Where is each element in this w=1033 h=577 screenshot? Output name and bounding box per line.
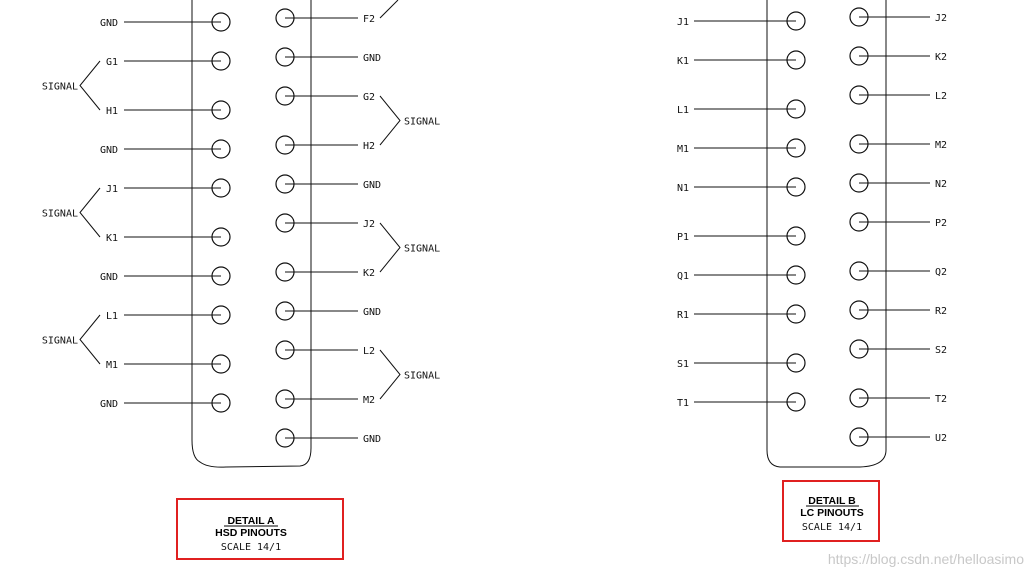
- detail-b-left-pin-contact: [786, 11, 806, 31]
- detail-a-left-pin-label: J1: [106, 184, 118, 195]
- detail-a-right-pin-label: GND: [363, 180, 381, 191]
- detail-b-left-pin-label: R1: [677, 310, 689, 321]
- detail-b-left-pin-label: T1: [677, 398, 689, 409]
- detail-a-right-pin-label: J2: [363, 219, 375, 230]
- detail-b-subtitle: LC PINOUTS: [800, 507, 864, 519]
- detail-a-right-signal-label: SIGNAL: [404, 244, 440, 255]
- detail-a-left-pin-contact: [211, 393, 231, 413]
- detail-b-left-pin-label: N1: [677, 183, 689, 194]
- detail-b-right-pin-label: R2: [935, 306, 947, 317]
- detail-a-right-pin-label: K2: [363, 268, 375, 279]
- detail-b-connector-outline: [766, 0, 887, 468]
- detail-a-left-pin-label: G1: [106, 57, 118, 68]
- detail-a-pins: GNDG1H1GNDJ1K1GNDL1M1GNDF2GNDG2H2GNDJ2K2…: [42, 0, 440, 448]
- detail-b-left-pin-label: K1: [677, 56, 689, 67]
- detail-a-left-pin-contact: [211, 354, 231, 374]
- detail-b-right-pin-label: T2: [935, 394, 947, 405]
- detail-b-left-pin-label: P1: [677, 232, 689, 243]
- detail-b-right-pin-label: J2: [935, 13, 947, 24]
- detail-b-left-pin-contact: [786, 138, 806, 158]
- detail-a-right-signal-bracket: [379, 349, 401, 400]
- detail-b-left-pin-contact: [786, 177, 806, 197]
- detail-a-right-signal-bracket: [379, 95, 401, 146]
- detail-b-left-pin-label: S1: [677, 359, 689, 370]
- detail-b-right-pin-label: U2: [935, 433, 947, 444]
- detail-b-left-pin-contact: [786, 50, 806, 70]
- detail-a-right-pin-label: G2: [363, 92, 375, 103]
- detail-b-right-pin-label: S2: [935, 345, 947, 356]
- detail-a-left-pin-contact: [211, 139, 231, 159]
- detail-a-highlight-box: [176, 498, 344, 560]
- detail-b-left-pin-label: M1: [677, 144, 689, 155]
- detail-a-left-pin-contact: [211, 178, 231, 198]
- detail-b-right-pin-label: K2: [935, 52, 947, 63]
- detail-a-right-signal-bracket-partial: [379, 0, 399, 19]
- detail-a-right-pin-label: GND: [363, 434, 381, 445]
- detail-b-right-pin-label: N2: [935, 179, 947, 190]
- detail-a-title: DETAIL A: [227, 515, 274, 527]
- watermark: https://blog.csdn.net/helloasimo: [828, 551, 1024, 567]
- detail-a-right-pin-label: GND: [363, 53, 381, 64]
- detail-a-left-pin-contact: [211, 100, 231, 120]
- detail-b-right-pin-label: M2: [935, 140, 947, 151]
- detail-a-right-signal-label: SIGNAL: [404, 371, 440, 382]
- detail-a-right-pin-label: F2: [363, 14, 375, 25]
- detail-a-subtitle: HSD PINOUTS: [215, 527, 287, 539]
- detail-a-left-pin-label: GND: [100, 399, 118, 410]
- detail-a-right-pin-label: H2: [363, 141, 375, 152]
- detail-a-left-signal-bracket: [79, 60, 101, 111]
- detail-a-left-pin-label: GND: [100, 145, 118, 156]
- detail-a-right-pin-label: L2: [363, 346, 375, 357]
- detail-a-left-pin-label: GND: [100, 272, 118, 283]
- detail-b-left-pin-contact: [786, 353, 806, 373]
- detail-b-right-pin-label: L2: [935, 91, 947, 102]
- detail-a-left-signal-label: SIGNAL: [42, 336, 78, 347]
- detail-a-left-pin-contact: [211, 51, 231, 71]
- detail-b-left-pin-label: Q1: [677, 271, 689, 282]
- detail-b-highlight-box: [782, 480, 880, 542]
- detail-a-right-signal-label: SIGNAL: [404, 117, 440, 128]
- detail-b-scale: SCALE 14/1: [802, 522, 862, 533]
- detail-b-left-pin-label: L1: [677, 105, 689, 116]
- detail-a-left-pin-contact: [211, 12, 231, 32]
- detail-b-right-pin-label: Q2: [935, 267, 947, 278]
- detail-b-left-pin-contact: [786, 392, 806, 412]
- detail-b-left-pin-contact: [786, 99, 806, 119]
- detail-b-left-pin-label: J1: [677, 17, 689, 28]
- detail-a-left-pin-label: K1: [106, 233, 118, 244]
- detail-a-left-pin-label: M1: [106, 360, 118, 371]
- detail-a-connector-outline: [191, 0, 312, 468]
- detail-a-left-pin-contact: [211, 266, 231, 286]
- detail-a-left-pin-label: L1: [106, 311, 118, 322]
- detail-a-right-pin-label: M2: [363, 395, 375, 406]
- detail-b-title: DETAIL B: [808, 495, 856, 507]
- detail-a-right-pin-label: GND: [363, 307, 381, 318]
- detail-b-left-pin-contact: [786, 304, 806, 324]
- detail-a-scale: SCALE 14/1: [221, 542, 281, 553]
- detail-a-left-pin-label: H1: [106, 106, 118, 117]
- detail-a-left-signal-bracket: [79, 314, 101, 365]
- detail-a-left-signal-label: SIGNAL: [42, 82, 78, 93]
- detail-a-right-signal-bracket: [379, 222, 401, 273]
- detail-a-left-signal-label: SIGNAL: [42, 209, 78, 220]
- detail-a-left-pin-label: GND: [100, 18, 118, 29]
- detail-b-right-pin-label: P2: [935, 218, 947, 229]
- detail-a-left-pin-contact: [211, 227, 231, 247]
- detail-b-left-pin-contact: [786, 226, 806, 246]
- detail-b-left-pin-contact: [786, 265, 806, 285]
- detail-a-left-signal-bracket: [79, 187, 101, 238]
- detail-a-left-pin-contact: [211, 305, 231, 325]
